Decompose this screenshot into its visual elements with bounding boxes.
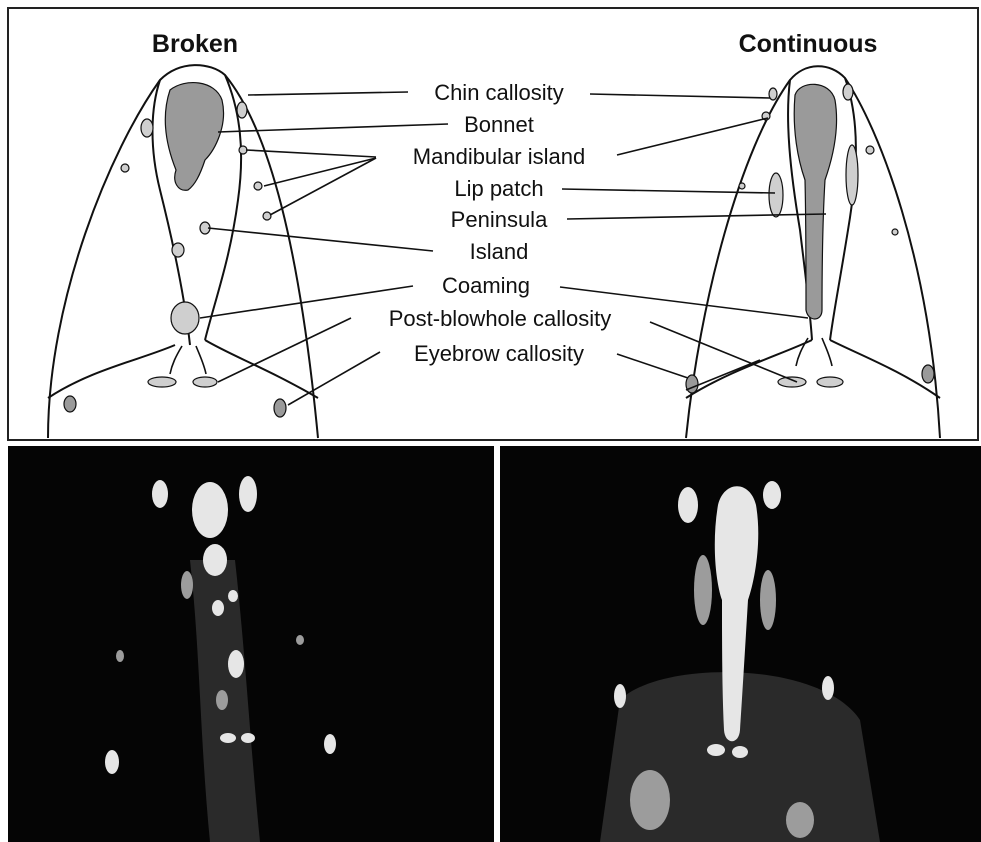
label-island: Island <box>470 239 529 264</box>
label-chin-callosity: Chin callosity <box>434 80 564 105</box>
label-bonnet: Bonnet <box>464 112 534 137</box>
label-mandibular-island: Mandibular island <box>413 144 585 169</box>
broken-title: Broken <box>152 30 238 58</box>
continuous-title: Continuous <box>739 30 878 58</box>
photo-divider <box>494 446 500 842</box>
label-post-blowhole-callosity: Post-blowhole callosity <box>389 306 612 331</box>
label-coaming: Coaming <box>442 273 530 298</box>
broken-photo <box>8 446 494 842</box>
diagram-panel: Broken Continuous <box>8 8 978 440</box>
label-eyebrow-callosity: Eyebrow callosity <box>414 341 584 366</box>
label-lip-patch: Lip patch <box>454 176 543 201</box>
label-peninsula: Peninsula <box>451 207 548 232</box>
continuous-photo <box>500 446 981 842</box>
